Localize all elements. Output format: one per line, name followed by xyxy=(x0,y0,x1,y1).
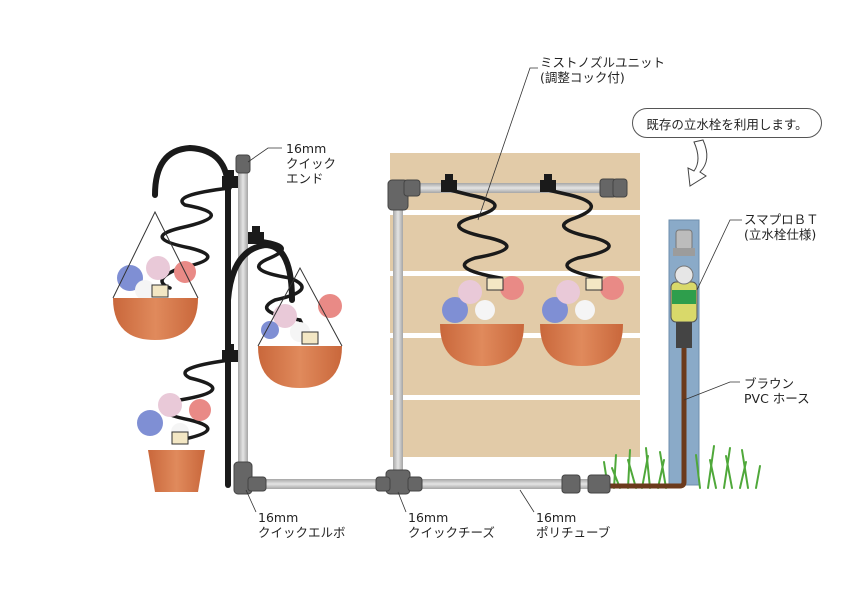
hanging-basket-left xyxy=(113,298,198,340)
label-poly-tube-line1: 16mm xyxy=(536,510,577,525)
label-sumapuro-line1: スマプロＢＴ xyxy=(744,212,819,227)
wooden-fence xyxy=(390,153,640,457)
label-quick-elbow: 16mm クイックエルボ xyxy=(258,510,346,540)
label-sumapuro-line2: (立水栓仕様) xyxy=(744,227,817,242)
sumapuro-bt-timer xyxy=(670,265,698,348)
label-poly-tube: 16mm ポリチューブ xyxy=(536,510,610,540)
pots xyxy=(112,210,623,492)
label-quick-tees: 16mm クイックチーズ xyxy=(408,510,495,540)
leader-lines xyxy=(245,67,742,513)
nozzle-valves xyxy=(222,170,556,362)
label-quick-elbow-line1: 16mm xyxy=(258,510,299,525)
label-mist-unit-line2: (調整コック付) xyxy=(540,70,625,85)
label-quick-end-line1: 16mm xyxy=(286,141,327,156)
label-sumapuro: スマプロＢＴ (立水栓仕様) xyxy=(744,212,819,242)
fittings xyxy=(233,154,628,495)
label-quick-elbow-line2: クイックエルボ xyxy=(258,525,346,540)
nozzle-tags xyxy=(151,277,603,445)
wall-pot-left xyxy=(440,324,524,366)
label-brown-hose: ブラウン PVC ホース xyxy=(744,376,810,406)
label-brown-hose-line2: PVC ホース xyxy=(744,391,810,406)
wall-pot-right xyxy=(540,324,623,366)
label-mist-unit-line1: ミストノズルユニット xyxy=(540,55,666,70)
hanging-stand xyxy=(152,144,295,488)
label-quick-end-line3: エンド xyxy=(286,171,324,186)
label-quick-tees-line2: クイックチーズ xyxy=(408,525,495,540)
quick-end-fitting xyxy=(235,154,251,174)
ground-pot xyxy=(148,450,205,492)
hanging-basket-middle xyxy=(258,346,342,388)
label-quick-tees-line1: 16mm xyxy=(408,510,449,525)
label-mist-unit: ミストノズルユニット (調整コック付) xyxy=(540,55,665,85)
flowers xyxy=(117,256,624,441)
faucet-note-text: 既存の立水栓を利用します。 xyxy=(646,116,808,132)
label-quick-end-line2: クイック xyxy=(286,156,337,171)
label-brown-hose-line1: ブラウン xyxy=(744,376,795,391)
faucet-note-callout: 既存の立水栓を利用します。 xyxy=(632,108,822,138)
label-poly-tube-line2: ポリチューブ xyxy=(536,525,611,540)
label-quick-end: 16mm クイック エンド xyxy=(286,141,336,186)
down-arrow-icon xyxy=(687,139,708,187)
brown-pvc-hose xyxy=(610,345,687,489)
